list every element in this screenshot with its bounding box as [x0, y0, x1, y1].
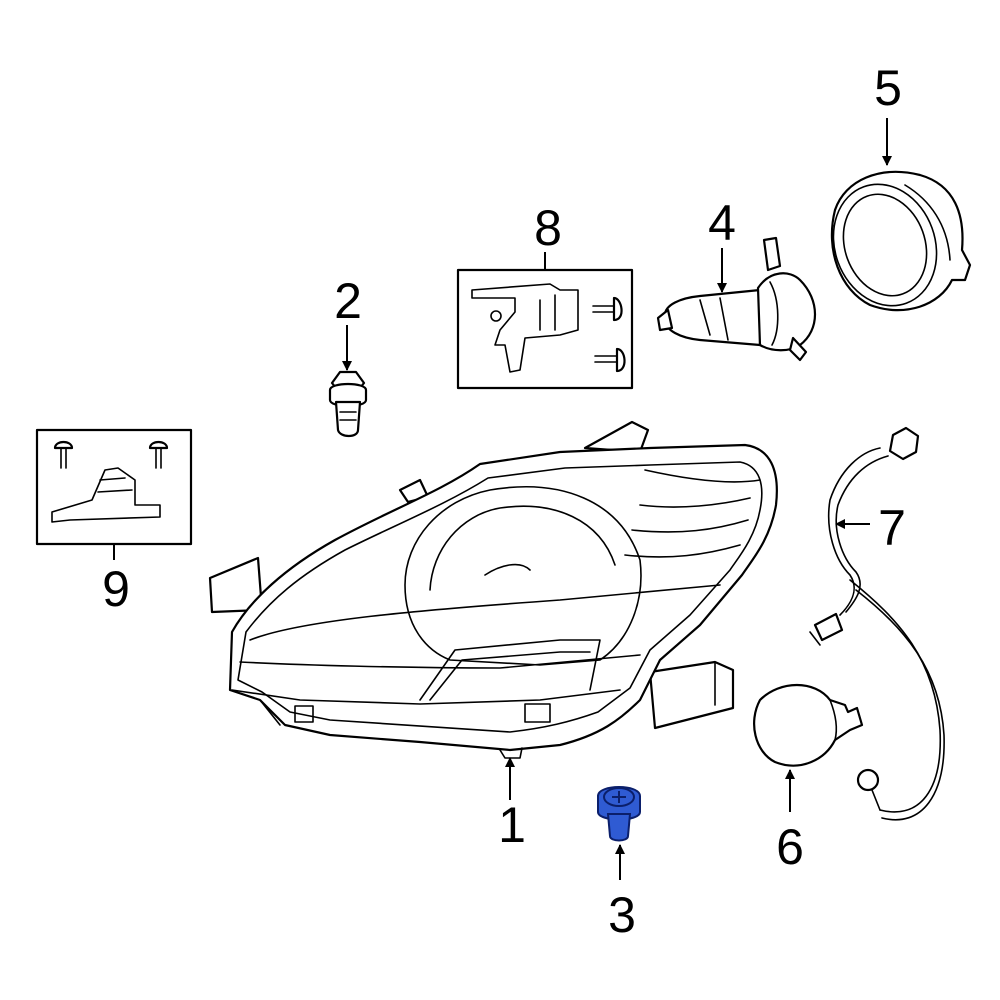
callout-4: 4: [708, 195, 736, 251]
bracket-kit-part-8[interactable]: [456, 268, 634, 390]
wire-harness-part-7[interactable]: [809, 426, 945, 821]
callout-6: 6: [776, 819, 804, 875]
socket-part-5[interactable]: [817, 170, 972, 321]
leader-lines: [113, 118, 892, 880]
bolt-part-3-highlighted[interactable]: [597, 786, 641, 842]
callout-2: 2: [334, 273, 362, 329]
bulb-part-4[interactable]: [656, 236, 817, 362]
callout-9: 9: [102, 561, 130, 617]
callout-5: 5: [874, 60, 902, 116]
callout-8: 8: [534, 200, 562, 256]
callout-3: 3: [608, 887, 636, 943]
callout-7: 7: [878, 500, 906, 556]
side-bulb-part-6[interactable]: [753, 683, 864, 767]
callout-1: 1: [498, 797, 526, 853]
headlamp-assembly[interactable]: [208, 420, 778, 759]
callout-labels: 1 2 3 4 5 6 7 8 9: [102, 60, 906, 943]
bolt-part-2[interactable]: [328, 370, 368, 438]
bracket-kit-part-9[interactable]: [35, 428, 193, 546]
